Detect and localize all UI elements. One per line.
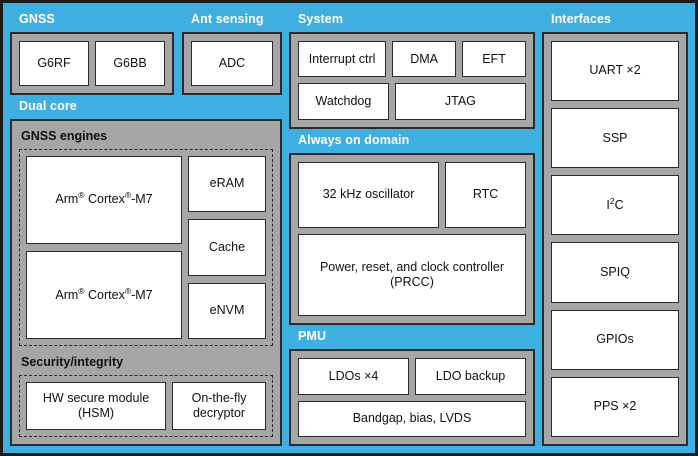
block-cache[interactable]: Cache [188,219,266,276]
prcc-line-1: Power, reset, and clock controller [319,260,505,275]
group-ant-sensing: Ant sensing ADC [182,8,282,95]
group-title-system: System [298,12,344,26]
cores-column: Arm® Cortex®-M7 Arm® Cortex®-M7 [26,155,182,339]
group-system: System Interrupt ctrl DMA EFT Watchdog J… [289,8,535,129]
prcc-label: Power, reset, and clock controller (PRCC… [320,260,504,290]
block-uart[interactable]: UART ×2 [551,40,679,101]
decryptor-line-2: decryptor [192,406,246,420]
block-bandgap-bias-lvds[interactable]: Bandgap, bias, LVDS [298,400,526,437]
registered-icon: ® [124,285,132,296]
hsm-line-2: (HSM) [77,406,115,420]
panel-row: 32 kHz oscillator RTC [298,161,526,228]
block-prcc[interactable]: Power, reset, and clock controller (PRCC… [298,233,526,317]
group-gnss: GNSS G6RF G6BB [10,8,174,95]
group-title-dual-core: Dual core [19,98,77,113]
block-interrupt-ctrl[interactable]: Interrupt ctrl [298,40,387,78]
block-32khz-oscillator[interactable]: 32 kHz oscillator [298,161,440,228]
registered-icon: ® [78,190,85,201]
prcc-line-2: (PRCC) [390,274,434,289]
right-column: Interfaces UART ×2 SSP I2C SPIQ GPIOs PP… [542,8,688,446]
group-title-pmu: PMU [298,329,327,344]
decryptor-label: On-the-fly decryptor [192,391,247,421]
panel-pmu: LDOs ×4 LDO backup Bandgap, bias, LVDS [289,349,535,446]
block-arm-cortex-m7-0[interactable]: Arm® Cortex®-M7 [26,155,182,244]
block-ldo-backup[interactable]: LDO backup [415,358,526,395]
i2c-post: C [614,197,624,212]
group-pmu: PMU LDOs ×4 LDO backup Bandgap, bias, LV… [289,325,535,446]
block-envm[interactable]: eNVM [188,282,266,339]
registered-icon: ® [78,285,85,296]
panel-row: LDOs ×4 LDO backup [298,358,526,395]
panel-gnss: G6RF G6BB [10,31,174,95]
block-adc[interactable]: ADC [191,40,273,86]
memory-column: eRAM Cache eNVM [188,155,266,339]
block-dma[interactable]: DMA [392,40,457,78]
panel-interfaces: UART ×2 SSP I2C SPIQ GPIOs PPS ×2 [542,31,688,446]
core-label-1: Arm® Cortex®-M7 [55,285,153,302]
block-pps[interactable]: PPS ×2 [551,376,679,437]
panel-row: ADC [191,40,273,86]
panel-row: Bandgap, bias, LVDS [298,400,526,437]
group-dual-core: Dual core GNSS engines Arm® Cortex®-M7 A… [10,95,282,446]
block-eram[interactable]: eRAM [188,155,266,212]
panel-row: Watchdog JTAG [298,83,526,120]
block-spiq[interactable]: SPIQ [551,242,679,303]
subgroup-title-gnss-engines: GNSS engines [21,128,108,143]
panel-system: Interrupt ctrl DMA EFT Watchdog JTAG [289,31,535,129]
left-top-row: GNSS G6RF G6BB Ant sensing ADC [10,8,282,95]
subgroup-title-security-integrity: Security/integrity [21,355,124,369]
panel-row: Power, reset, and clock controller (PRCC… [298,233,526,317]
group-always-on-domain: Always on domain 32 kHz oscillator RTC P… [289,129,535,326]
left-column: GNSS G6RF G6BB Ant sensing ADC [10,8,282,446]
i2c-pre: I [606,197,610,212]
diagram-columns: GNSS G6RF G6BB Ant sensing ADC [3,3,695,453]
group-title-interfaces: Interfaces [551,12,612,26]
hsm-label: HW secure module (HSM) [43,391,149,421]
block-rtc[interactable]: RTC [445,161,526,228]
block-eft[interactable]: EFT [462,40,526,78]
block-hw-secure-module[interactable]: HW secure module (HSM) [26,382,167,430]
panel-always-on-domain: 32 kHz oscillator RTC Power, reset, and … [289,152,535,326]
block-g6rf[interactable]: G6RF [19,40,89,86]
panel-ant-sensing: ADC [182,31,282,95]
i2c-label: I2C [606,195,624,213]
panel-dual-core: GNSS engines Arm® Cortex®-M7 Arm® Cortex… [10,118,282,446]
hsm-line-1: HW secure module [42,391,150,406]
block-arm-cortex-m7-1[interactable]: Arm® Cortex®-M7 [26,250,182,339]
panel-row: G6RF G6BB [19,40,165,86]
core-label-0: Arm® Cortex®-M7 [55,190,153,207]
block-ldos-x4[interactable]: LDOs ×4 [298,358,409,395]
group-title-gnss: GNSS [19,12,55,26]
dashed-region-security-integrity: HW secure module (HSM) On-the-fly decryp… [19,375,273,437]
block-g6bb[interactable]: G6BB [95,40,165,86]
registered-icon: ® [124,190,132,201]
decryptor-line-1: On-the-fly [191,391,247,406]
dashed-region-gnss-engines: Arm® Cortex®-M7 Arm® Cortex®-M7 eRAM Cac… [19,148,273,346]
group-title-always-on-domain: Always on domain [298,132,410,147]
group-interfaces: Interfaces UART ×2 SSP I2C SPIQ GPIOs PP… [542,8,688,446]
panel-row: Interrupt ctrl DMA EFT [298,40,526,78]
block-gpios[interactable]: GPIOs [551,309,679,370]
i2c-superscript: 2 [609,195,615,206]
block-watchdog[interactable]: Watchdog [298,83,389,120]
block-i2c[interactable]: I2C [551,175,679,236]
block-jtag[interactable]: JTAG [394,83,526,120]
block-ssp[interactable]: SSP [551,107,679,169]
middle-column: System Interrupt ctrl DMA EFT Watchdog J… [289,8,535,446]
block-on-the-fly-decryptor[interactable]: On-the-fly decryptor [172,382,266,430]
group-title-ant-sensing: Ant sensing [191,12,264,26]
